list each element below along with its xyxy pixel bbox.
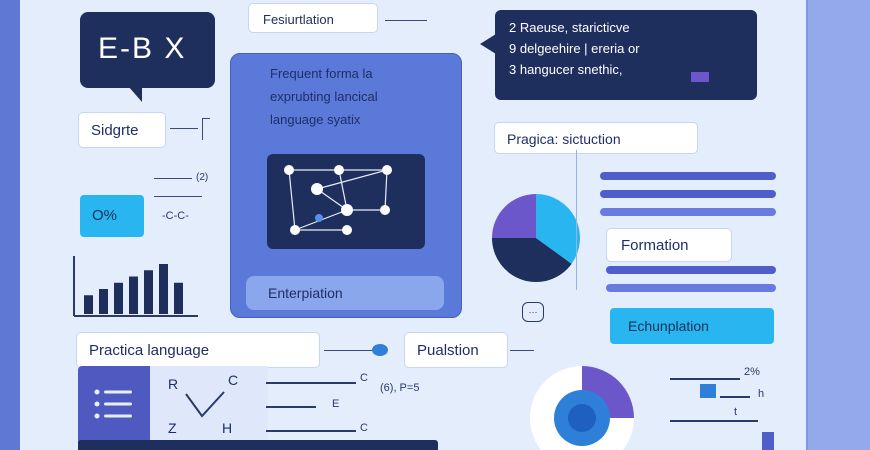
practica-label: Practica language bbox=[89, 342, 210, 359]
speech-tail bbox=[480, 34, 496, 54]
bar-6 bbox=[174, 282, 183, 314]
speech-chip bbox=[691, 72, 709, 82]
power-label: 2% bbox=[744, 366, 760, 378]
letter-z: Z bbox=[168, 420, 177, 436]
logo-bubble-tail bbox=[128, 86, 142, 102]
connector-1 bbox=[170, 128, 198, 129]
t-label: t bbox=[734, 406, 738, 418]
pie-slice-1 bbox=[492, 238, 572, 282]
letter-panel: R C Z H bbox=[150, 366, 268, 450]
mid-line-3 bbox=[266, 430, 356, 432]
network-panel bbox=[267, 154, 425, 249]
bottom-dark-strip bbox=[78, 440, 438, 450]
speech-line-2: 9 delgeehire | ereria or bbox=[509, 41, 640, 56]
bar-4 bbox=[144, 270, 153, 314]
canvas: E-B X Sidgrte (2) O% -C-C- Frequent form… bbox=[20, 0, 806, 450]
mid-line-2 bbox=[266, 406, 316, 408]
bar-5 bbox=[159, 264, 168, 314]
h-label: h bbox=[758, 388, 765, 400]
chip-mid-label: -C-C- bbox=[162, 210, 189, 222]
c-bottom-label: C bbox=[360, 372, 368, 384]
right-bar-1 bbox=[600, 172, 776, 180]
heading-connector bbox=[385, 20, 427, 21]
c-bottom-label-2: C bbox=[360, 422, 368, 434]
letter-r: R bbox=[168, 376, 179, 392]
network-graph bbox=[284, 165, 392, 235]
speech-bubble: 2 Raeuse, staricticve 9 delgeehire | ere… bbox=[495, 10, 757, 100]
central-line-3: language syatix bbox=[270, 112, 361, 127]
sidebar-label: Sidgrte bbox=[91, 122, 139, 139]
letter-c: C bbox=[228, 372, 239, 388]
sidebar-label-card[interactable]: Sidgrte bbox=[78, 112, 166, 148]
right-bar-3 bbox=[600, 208, 776, 216]
left-frame bbox=[0, 0, 20, 450]
logo-bubble: E-B X bbox=[80, 12, 215, 88]
paren-label: (2) bbox=[196, 172, 209, 183]
right-bar-2 bbox=[600, 190, 776, 198]
paren-bottom-label: (6), P=5 bbox=[380, 382, 420, 394]
speech-line-3: 3 hangucer snethic, bbox=[509, 62, 623, 77]
central-line-2: exprubting lancical bbox=[270, 89, 378, 104]
letter-h: H bbox=[222, 420, 233, 436]
br-line-3 bbox=[670, 420, 758, 422]
br-square bbox=[762, 432, 774, 450]
central-line-1: Frequent forma la bbox=[270, 66, 373, 81]
pie-slice-0 bbox=[536, 194, 580, 264]
connector-3 bbox=[154, 196, 202, 197]
bar-0 bbox=[84, 295, 93, 314]
pualstion-label: Pualstion bbox=[417, 342, 479, 359]
mid-line-1 bbox=[266, 382, 356, 384]
speech-line-1: 2 Raeuse, staricticve bbox=[509, 20, 630, 35]
list-icon-svg bbox=[94, 389, 132, 419]
bar-3 bbox=[129, 276, 138, 314]
blue-square bbox=[700, 384, 716, 398]
echunplation-button[interactable]: Echunplation bbox=[610, 308, 774, 344]
right-bar-5 bbox=[606, 284, 776, 292]
ox-badge[interactable]: O% bbox=[80, 195, 144, 237]
heading-top-card[interactable]: Fesiurtlation bbox=[248, 3, 378, 33]
mini-bar-chart bbox=[73, 256, 198, 317]
formation-card[interactable]: Formation bbox=[606, 228, 732, 262]
echunplation-label: Echunplation bbox=[628, 318, 709, 334]
link-icon[interactable]: ⋯ bbox=[522, 302, 544, 322]
formation-label: Formation bbox=[621, 237, 689, 254]
pragica-card[interactable]: Pragica: sictuction bbox=[494, 122, 698, 154]
bracket-1 bbox=[202, 118, 210, 140]
pie-chart bbox=[492, 194, 580, 282]
right-frame bbox=[808, 0, 870, 450]
ox-badge-label: O% bbox=[92, 207, 118, 224]
v-shape bbox=[185, 391, 225, 418]
right-bar-4 bbox=[606, 266, 776, 274]
list-icon bbox=[94, 386, 136, 422]
br-line-1 bbox=[670, 378, 740, 380]
heading-top-label: Fesiurtlation bbox=[263, 12, 334, 27]
e-glyph: E bbox=[332, 398, 340, 410]
enterpiation-label: Enterpiation bbox=[268, 285, 343, 301]
enterpiation-button[interactable]: Enterpiation bbox=[246, 276, 444, 310]
bar-2 bbox=[114, 282, 123, 314]
pie-guide bbox=[576, 150, 577, 290]
pie-slice-2 bbox=[492, 194, 536, 238]
blue-dot bbox=[372, 344, 388, 356]
pualstion-card[interactable]: Pualstion bbox=[404, 332, 508, 368]
bar-1 bbox=[99, 289, 108, 314]
connector-2 bbox=[154, 178, 192, 179]
donut-chart bbox=[530, 366, 634, 450]
br-line-2 bbox=[720, 396, 750, 398]
central-card-inner: Frequent forma la exprubting lancical la… bbox=[250, 60, 442, 144]
pualstion-connector bbox=[510, 350, 534, 351]
pragica-title: Pragica: sictuction bbox=[507, 131, 621, 147]
practica-card[interactable]: Practica language bbox=[76, 332, 320, 368]
logo-text: E-B X bbox=[98, 32, 187, 65]
practica-connector bbox=[324, 350, 376, 351]
